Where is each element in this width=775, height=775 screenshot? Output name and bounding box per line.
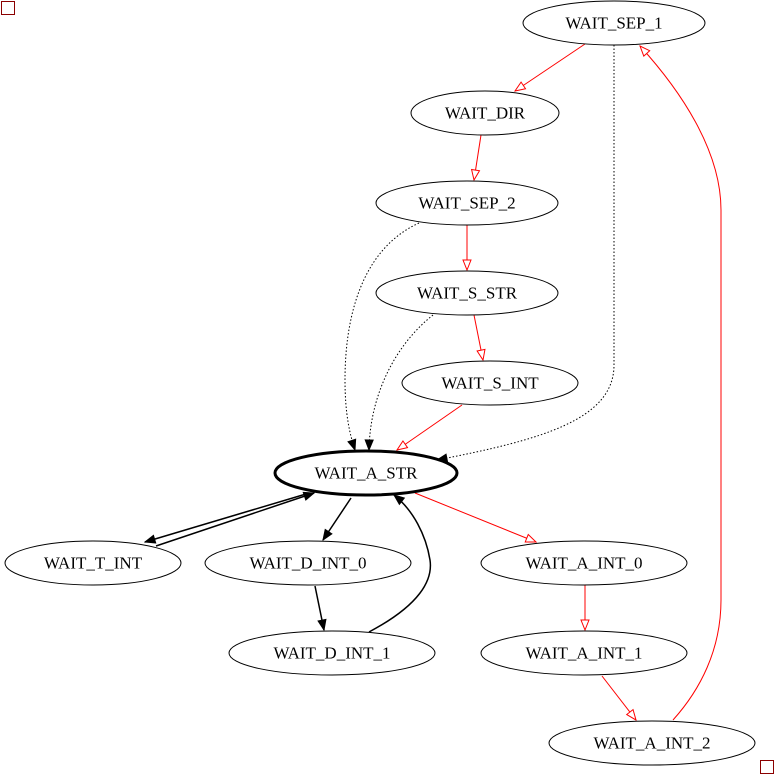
node-wait-a-str[interactable]: WAIT_A_STR	[273, 449, 459, 497]
edge-wait-s-int-to-wait-a-str	[397, 404, 463, 450]
edge-wait-sep-1-to-wait-a-str	[437, 45, 615, 460]
node-wait-a-int-1[interactable]: WAIT_A_INT_1	[480, 630, 688, 676]
edge-wait-a-int-2-to-wait-sep-1	[640, 46, 722, 721]
edge-wait-d-int-0-to-wait-d-int-1	[314, 585, 324, 630]
node-wait-s-int[interactable]: WAIT_S_INT	[401, 360, 579, 406]
node-label: WAIT_D_INT_1	[273, 644, 390, 663]
node-label: WAIT_D_INT_0	[249, 554, 366, 573]
node-label: WAIT_A_INT_2	[593, 734, 710, 753]
node-label: WAIT_S_STR	[417, 284, 518, 303]
corner-marker-bottom-right	[760, 760, 774, 774]
node-wait-t-int[interactable]: WAIT_T_INT	[4, 540, 182, 586]
edge-wait-a-str-to-wait-d-int-0	[323, 497, 352, 540]
node-label: WAIT_A_INT_1	[525, 644, 642, 663]
node-label: WAIT_A_STR	[315, 464, 419, 483]
node-label: WAIT_SEP_1	[565, 14, 662, 33]
node-label: WAIT_A_INT_0	[525, 554, 642, 573]
node-wait-sep-1[interactable]: WAIT_SEP_1	[522, 0, 706, 46]
edge-wait-a-str-to-wait-a-int-0	[414, 492, 536, 542]
node-wait-a-int-2[interactable]: WAIT_A_INT_2	[548, 720, 756, 766]
node-wait-d-int-0[interactable]: WAIT_D_INT_0	[204, 540, 412, 586]
edge-wait-sep-1-to-wait-dir	[515, 43, 586, 91]
node-wait-sep-2[interactable]: WAIT_SEP_2	[375, 180, 559, 226]
nodes-layer: WAIT_SEP_1 WAIT_DIR WAIT_SEP_2 WAIT_S_ST…	[4, 0, 756, 766]
node-wait-dir[interactable]: WAIT_DIR	[410, 90, 560, 136]
edge-wait-sep-2-to-wait-a-str	[344, 222, 420, 450]
edges-layer	[145, 43, 722, 721]
node-label: WAIT_T_INT	[44, 554, 143, 573]
node-wait-a-int-0[interactable]: WAIT_A_INT_0	[480, 540, 688, 586]
edge-wait-dir-to-wait-sep-2	[474, 134, 482, 180]
edge-wait-a-int-1-to-wait-a-int-2	[601, 675, 636, 720]
node-label: WAIT_DIR	[445, 104, 526, 123]
node-wait-d-int-1[interactable]: WAIT_D_INT_1	[228, 630, 436, 676]
edge-wait-s-str-to-wait-a-str	[369, 314, 434, 450]
edge-wait-a-str-to-wait-t-int	[145, 493, 307, 542]
node-label: WAIT_SEP_2	[418, 194, 515, 213]
edge-wait-t-int-to-wait-a-str	[155, 493, 314, 547]
edge-wait-s-str-to-wait-s-int	[473, 314, 483, 360]
corner-marker-top-left	[1, 1, 15, 15]
edge-wait-d-int-1-to-wait-a-str	[368, 495, 432, 633]
node-wait-s-str[interactable]: WAIT_S_STR	[375, 270, 559, 316]
node-label: WAIT_S_INT	[441, 374, 539, 393]
